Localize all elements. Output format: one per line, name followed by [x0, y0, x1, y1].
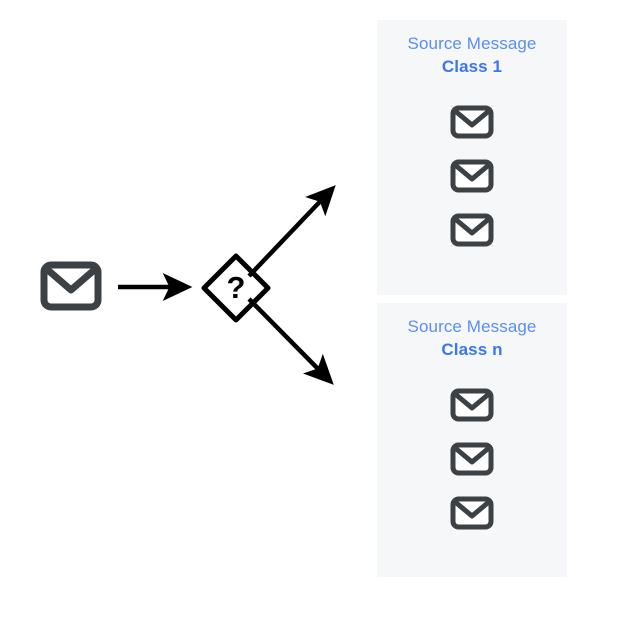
- envelope-icon: [450, 442, 494, 476]
- class-n-title: Source Message: [407, 317, 537, 336]
- class-1-label: Class 1: [441, 56, 503, 76]
- class-1-heading: Source Message Class 1: [377, 20, 567, 79]
- class-panel-class-n[interactable]: Source Message Class n: [377, 303, 567, 577]
- class-panel-class-1[interactable]: Source Message Class 1: [377, 20, 567, 295]
- envelope-icon: [450, 105, 494, 139]
- source-envelope-icon: [40, 261, 102, 311]
- envelope-icon: [450, 213, 494, 247]
- envelope-icon: [450, 159, 494, 193]
- class-1-title: Source Message: [407, 34, 537, 53]
- class-n-heading: Source Message Class n: [377, 303, 567, 362]
- class-n-message-list: [377, 388, 567, 530]
- class-n-label: Class n: [441, 339, 503, 359]
- question-mark-diamond-icon: ?: [198, 250, 274, 326]
- envelope-icon: [450, 496, 494, 530]
- decision-label: ?: [227, 270, 246, 305]
- envelope-icon: [450, 388, 494, 422]
- class-1-message-list: [377, 105, 567, 247]
